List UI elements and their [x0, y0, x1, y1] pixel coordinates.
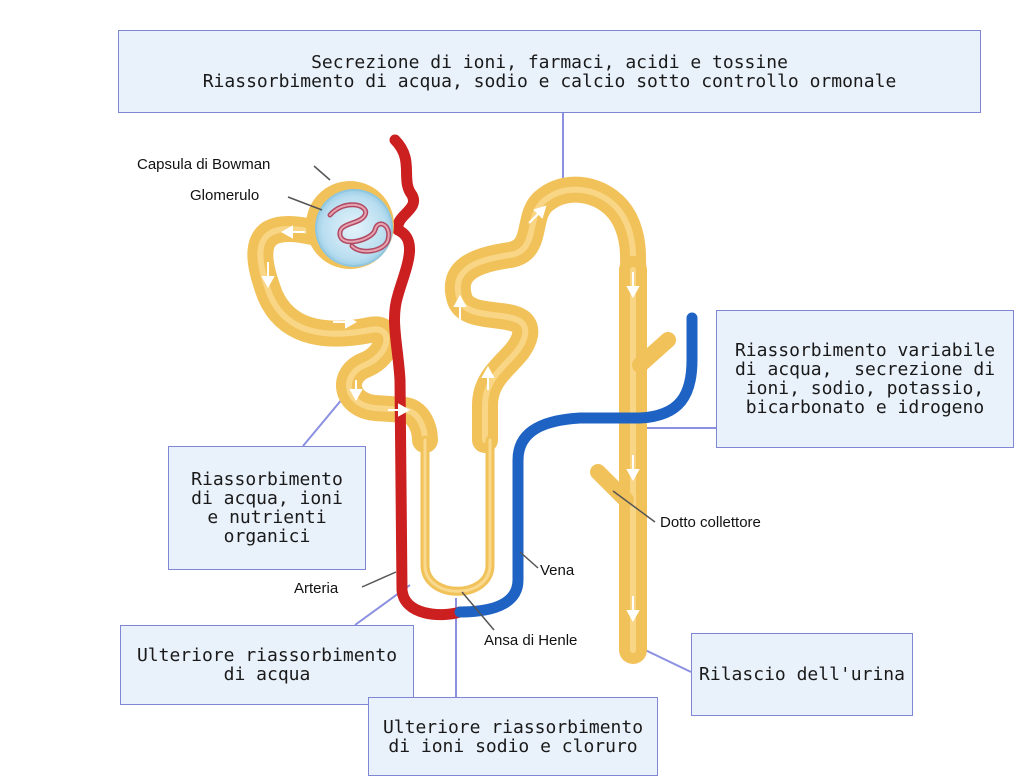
left-box-line-4: organici	[169, 527, 365, 546]
right-info-box: Riassorbimento variabile di acqua, secre…	[716, 310, 1014, 448]
label-collecting-duct: Dotto collettore	[660, 514, 761, 531]
bottom-left-info-box: Ulteriore riassorbimento di acqua	[120, 625, 414, 705]
right-box-line-4: bicarbonato e idrogeno	[717, 398, 1013, 417]
left-box-line-3: e nutrienti	[169, 508, 365, 527]
bottom-center-box-line-1: Ulteriore riassorbimento	[369, 718, 657, 737]
top-box-line-2: Riassorbimento di acqua, sodio e calcio …	[119, 72, 980, 91]
bottom-right-box-line-1: Rilascio dell'urina	[692, 665, 912, 684]
label-loop-of-henle: Ansa di Henle	[484, 632, 577, 649]
bottom-center-box-line-2: di ioni sodio e cloruro	[369, 737, 657, 756]
top-info-box: Secrezione di ioni, farmaci, acidi e tos…	[118, 30, 981, 113]
right-box-line-1: Riassorbimento variabile	[717, 341, 1013, 360]
bottom-left-box-line-1: Ulteriore riassorbimento	[121, 646, 413, 665]
connector-bottom-right	[641, 648, 691, 672]
label-artery: Arteria	[294, 580, 338, 597]
label-vein: Vena	[540, 562, 574, 579]
right-box-line-2: di acqua, secrezione di	[717, 360, 1013, 379]
top-box-line-1: Secrezione di ioni, farmaci, acidi e tos…	[119, 53, 980, 72]
bottom-left-box-line-2: di acqua	[121, 665, 413, 684]
label-bowman-capsule: Capsula di Bowman	[137, 156, 270, 173]
label-glomerulus: Glomerulo	[190, 187, 259, 204]
distal-tubule	[458, 190, 633, 440]
right-box-line-3: ioni, sodio, potassio,	[717, 379, 1013, 398]
left-box-line-1: Riassorbimento	[169, 470, 365, 489]
left-box-line-2: di acqua, ioni	[169, 489, 365, 508]
left-info-box: Riassorbimento di acqua, ioni e nutrient…	[168, 446, 366, 570]
bottom-center-info-box: Ulteriore riassorbimento di ioni sodio e…	[368, 697, 658, 776]
bottom-right-info-box: Rilascio dell'urina	[691, 633, 913, 716]
